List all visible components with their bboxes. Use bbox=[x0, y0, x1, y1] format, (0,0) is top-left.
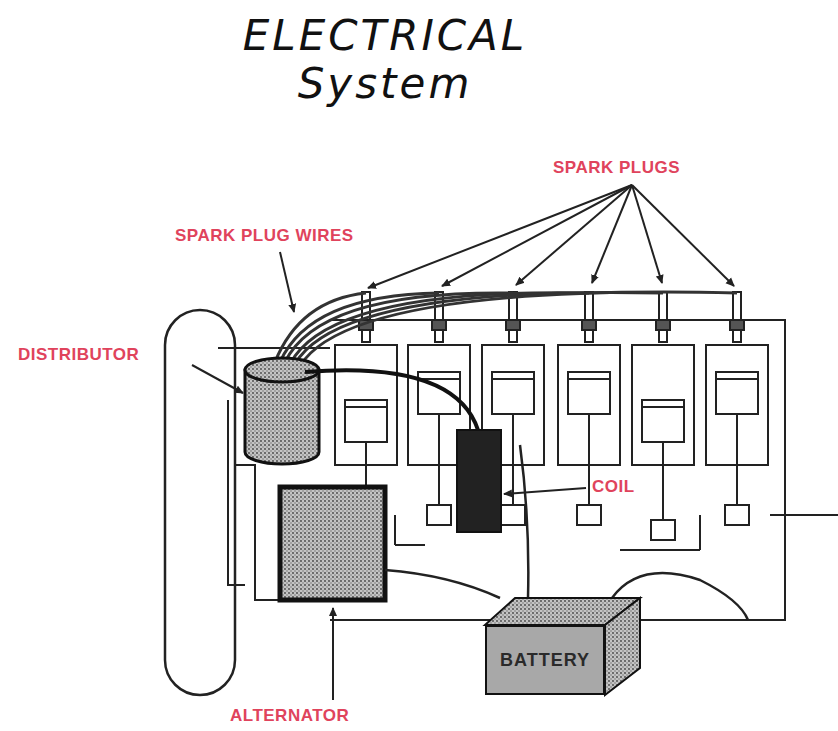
coil-wire bbox=[305, 370, 478, 430]
distributor bbox=[245, 358, 319, 464]
battery-box: BATTERY bbox=[485, 625, 605, 695]
alternator bbox=[280, 487, 385, 600]
title: ELECTRICAL System bbox=[205, 12, 565, 108]
leader-arrows bbox=[192, 185, 734, 700]
coil bbox=[457, 430, 501, 532]
battery-wires bbox=[385, 445, 748, 620]
part-label: SPARK PLUGS bbox=[553, 158, 680, 178]
plug-wires bbox=[275, 292, 737, 366]
engine-block bbox=[218, 320, 838, 620]
part-label: DISTRIBUTOR bbox=[18, 345, 139, 365]
part-label: ALTERNATOR bbox=[230, 706, 349, 726]
spark-plugs bbox=[359, 292, 744, 342]
battery-side bbox=[605, 598, 640, 695]
part-label: COIL bbox=[592, 477, 635, 497]
battery-label: BATTERY bbox=[500, 650, 590, 671]
belt-frame bbox=[165, 310, 235, 695]
part-label: SPARK PLUG WIRES bbox=[175, 226, 354, 246]
